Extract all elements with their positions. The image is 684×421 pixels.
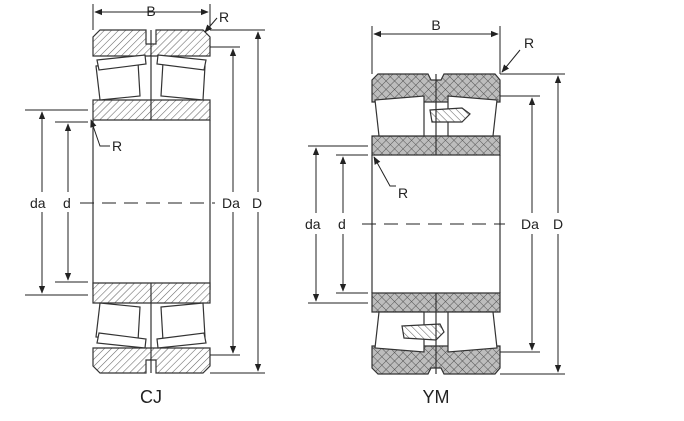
cj-d-outer-label: D: [252, 195, 262, 211]
ym-r-top-label: R: [524, 35, 534, 51]
cj-d-label: d: [63, 195, 71, 211]
cj-r-top-label: R: [219, 9, 229, 25]
ym-da-label: da: [305, 216, 321, 232]
ym-caption: YM: [423, 387, 450, 407]
ym-d-outer-label: D: [553, 216, 563, 232]
ym-top-section: [371, 73, 501, 156]
cj-da-outer-label: Da: [222, 195, 240, 211]
cj-b-label: B: [146, 3, 155, 19]
ym-bearing: B R R da d Da D YM: [305, 17, 565, 407]
ym-d-label: d: [338, 216, 346, 232]
ym-r-bore-label: R: [398, 185, 408, 201]
cj-r-bore-label: R: [112, 138, 122, 154]
cj-da-label: da: [30, 195, 46, 211]
cj-bearing: B R R da d Da D CJ: [25, 3, 265, 407]
ym-b-label: B: [431, 17, 440, 33]
cj-top-section: [92, 29, 211, 121]
cj-bottom-section: [92, 282, 211, 374]
ym-da-outer-label: Da: [521, 216, 539, 232]
ym-bottom-section: [371, 292, 501, 375]
cj-caption: CJ: [140, 387, 162, 407]
